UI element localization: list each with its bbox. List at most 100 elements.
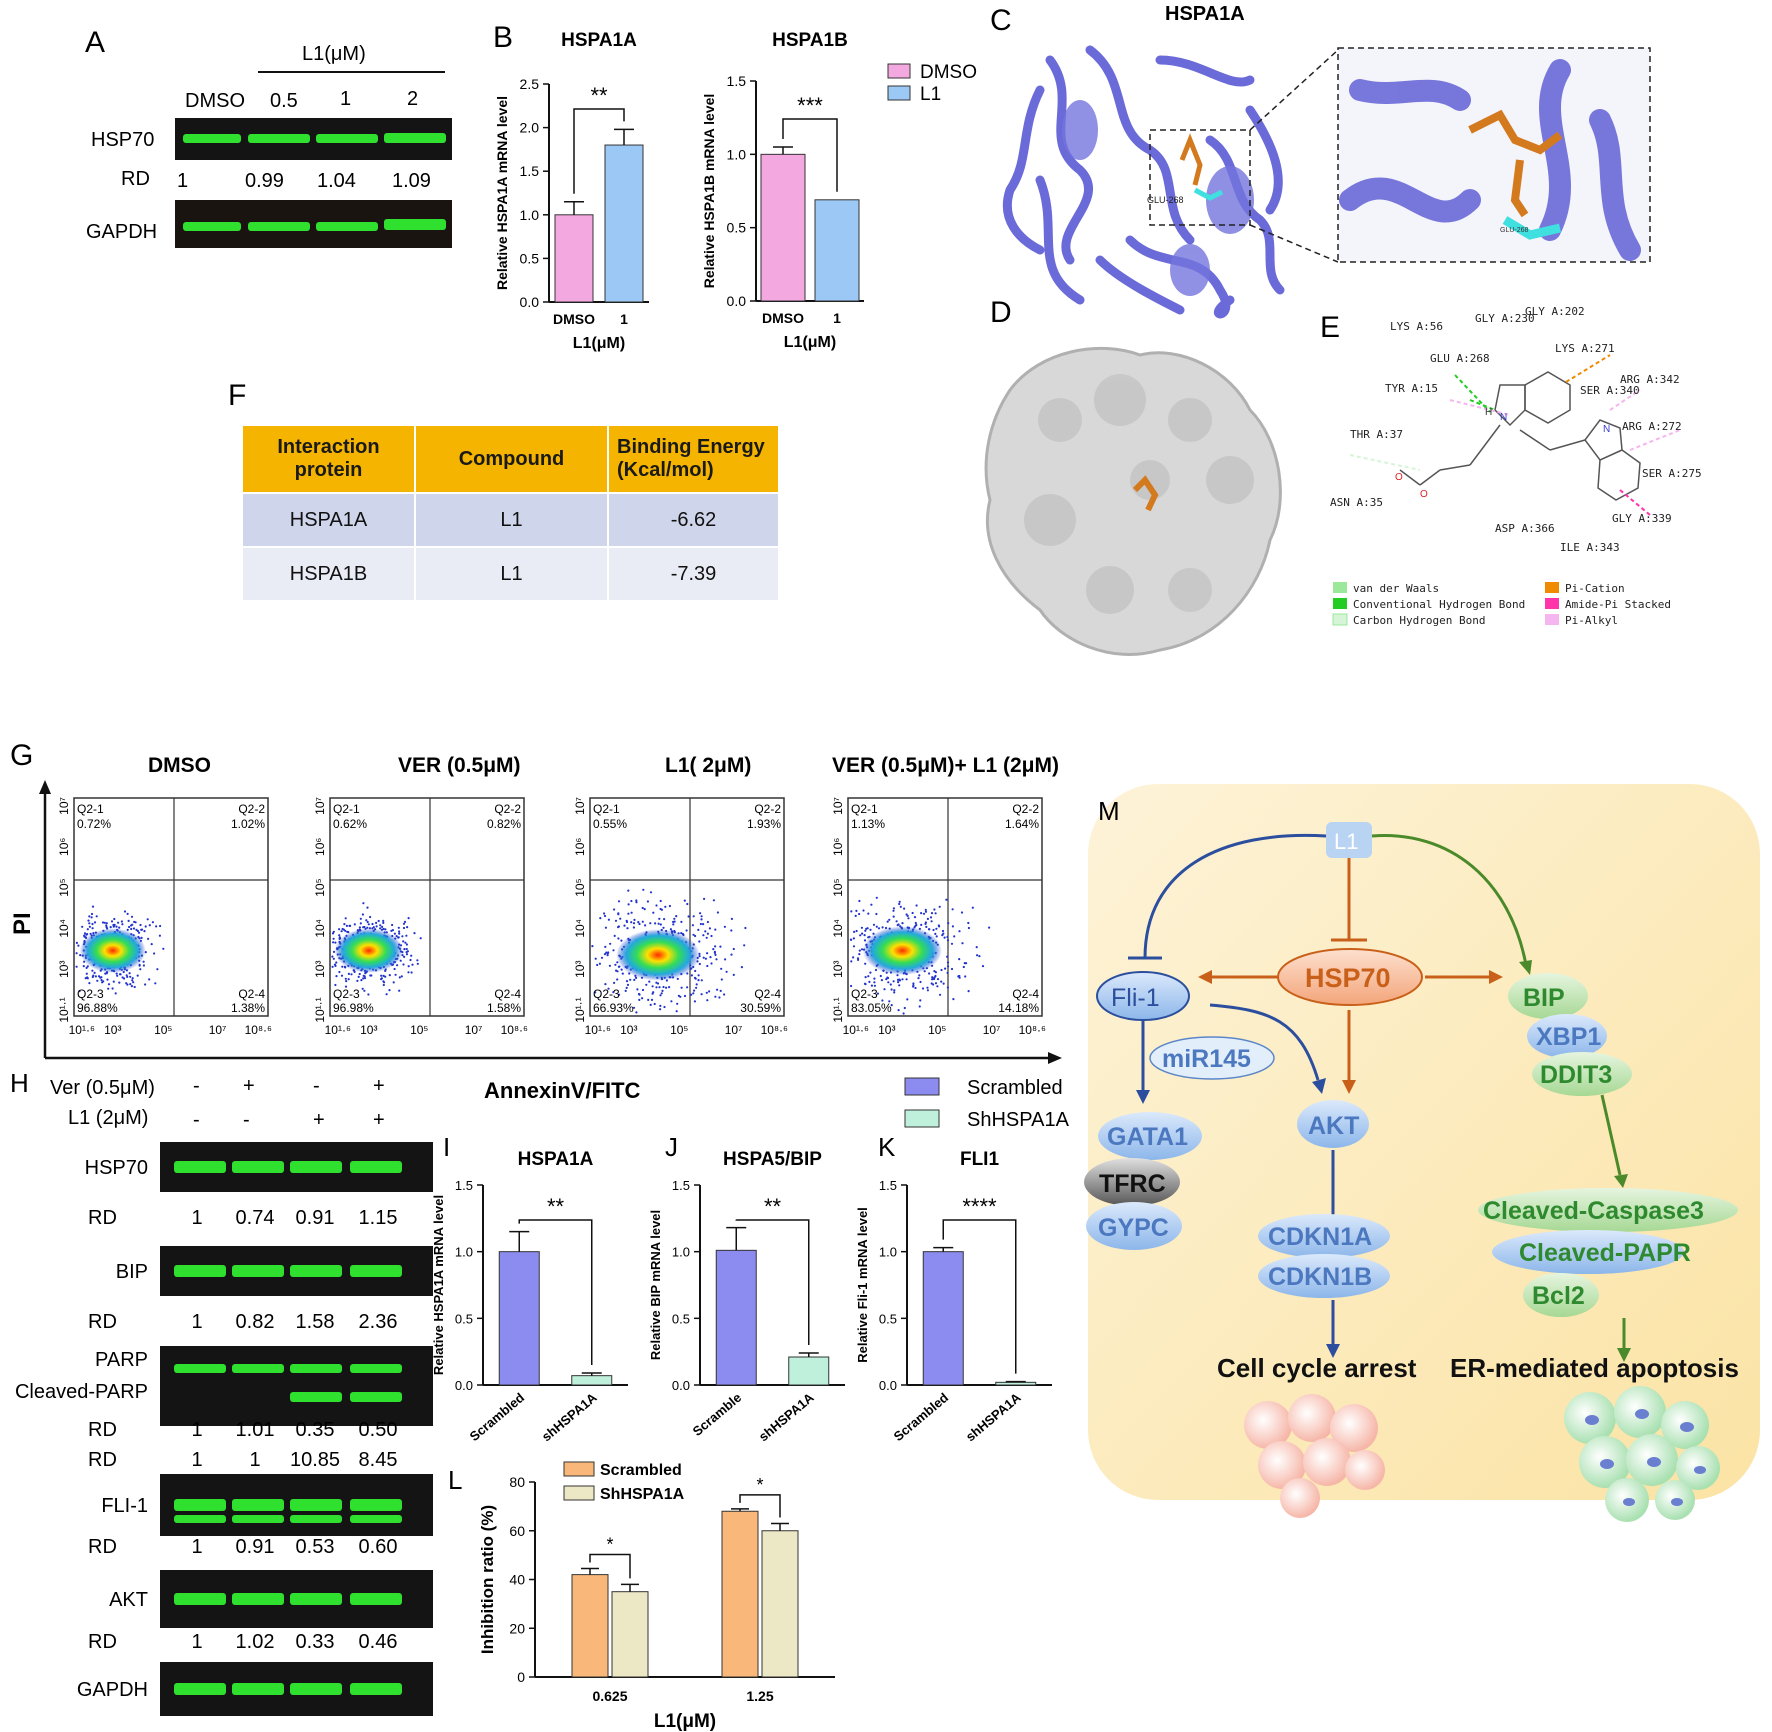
event-dot (405, 953, 409, 956)
event-dot (118, 973, 122, 976)
residue-label: SER A:275 (1642, 467, 1702, 480)
event-dot (928, 972, 931, 975)
event-dot (632, 926, 636, 929)
table-row: HSPA1A L1 -6.62 (243, 492, 780, 547)
event-dot (630, 899, 633, 903)
event-dot (706, 932, 710, 935)
x-tick-label: 10³ (620, 1023, 637, 1037)
quadrant-label: Q2-2 (494, 802, 521, 816)
event-dot (988, 926, 991, 929)
event-dot (875, 896, 878, 899)
density-blob (862, 926, 942, 975)
chart-title: HSPA1B (772, 30, 848, 51)
event-dot (381, 925, 384, 929)
event-dot (860, 926, 864, 929)
band (174, 1515, 226, 1523)
event-dot (136, 974, 139, 977)
event-dot (933, 908, 936, 911)
event-dot (366, 906, 369, 909)
event-dot (118, 926, 121, 929)
event-dot (930, 982, 933, 985)
event-dot (669, 928, 673, 931)
quadrant-value: 0.82% (487, 817, 521, 831)
event-dot (608, 964, 612, 967)
node-bip (1508, 973, 1588, 1019)
ijk-legend: Scrambled ShHSPA1A (904, 1077, 1070, 1131)
event-dot (603, 914, 607, 918)
quadrant-value: 1.58% (487, 1001, 521, 1015)
y-tick-label: 1.0 (520, 207, 540, 223)
y-tick-label: 1.5 (520, 163, 540, 179)
y-tick-label: 60 (509, 1523, 525, 1539)
node-label: Fli-1 (1111, 984, 1160, 1012)
event-dot (931, 976, 934, 979)
event-dot (925, 925, 928, 929)
band (290, 1364, 342, 1373)
event-dot (332, 937, 335, 940)
event-dot (643, 908, 646, 911)
y-axis-label: Inhibition ratio (%) (478, 1505, 497, 1654)
node-label: AKT (1308, 1112, 1359, 1140)
event-dot (664, 905, 667, 908)
sign: - (313, 1075, 320, 1097)
event-dot (366, 926, 369, 929)
event-dot (91, 922, 94, 926)
y-tick-label: 10⁶ (573, 838, 587, 856)
event-dot (106, 978, 109, 981)
quadrant-value: 1.13% (851, 817, 885, 831)
y-tick-label: 10⁷ (831, 797, 845, 815)
event-dot (361, 987, 364, 990)
rd-value: 1 (249, 1449, 260, 1471)
band (174, 1265, 226, 1277)
event-dot (398, 932, 401, 935)
node-bcl2 (1523, 1273, 1599, 1317)
event-dot (627, 903, 630, 906)
event-dot (679, 995, 682, 998)
event-dot (338, 928, 341, 931)
residue-label: LYS A:271 (1555, 342, 1615, 355)
event-dot (372, 926, 375, 929)
x-tick-label: 10⁷ (465, 1023, 483, 1037)
event-dot (723, 925, 727, 928)
quadrant-value: 30.59% (740, 1001, 781, 1015)
event-dot (637, 921, 640, 924)
band-label: Cleaved-PARP (15, 1381, 148, 1403)
event-dot (655, 904, 658, 907)
event-dot (879, 974, 882, 978)
event-dot (873, 984, 877, 987)
rd-value: 0.74 (236, 1207, 275, 1229)
event-dot (655, 986, 658, 989)
panel-c: C HSPA1A GLU-268 (990, 3, 1651, 319)
event-dot (675, 1010, 678, 1013)
event-dot (626, 983, 630, 987)
event-dot (332, 930, 335, 933)
event-dot (365, 919, 368, 922)
event-dot (892, 915, 895, 918)
residue-label: GLU-268 (1147, 195, 1184, 205)
event-dot (864, 962, 867, 965)
significance-mark: **** (962, 1194, 997, 1219)
x-tick-label: 10¹·⁶ (325, 1023, 351, 1037)
table-cell: -6.62 (608, 492, 780, 547)
event-dot (850, 910, 853, 913)
event-dot (732, 973, 735, 977)
rd-value: 0.82 (236, 1311, 275, 1333)
event-dot (960, 911, 964, 914)
event-dot (397, 926, 400, 929)
bar (760, 153, 806, 302)
rd-value: 1 (191, 1536, 202, 1558)
panel-letter-c: C (990, 4, 1012, 37)
event-dot (946, 965, 950, 968)
panel-letter-d: D (990, 296, 1012, 329)
band (350, 1161, 402, 1173)
x-tick-label: 1 (833, 310, 841, 326)
rd-label: RD (88, 1311, 117, 1333)
quadrant-label: Q2-4 (1012, 987, 1039, 1001)
event-dot (347, 972, 350, 976)
event-dot (930, 920, 933, 923)
band-label-gapdh: GAPDH (86, 221, 157, 243)
quadrant-value: 96.88% (77, 1001, 118, 1015)
lane-label: 0.5 (270, 90, 298, 112)
event-dot (967, 990, 970, 993)
event-dot (961, 942, 964, 945)
